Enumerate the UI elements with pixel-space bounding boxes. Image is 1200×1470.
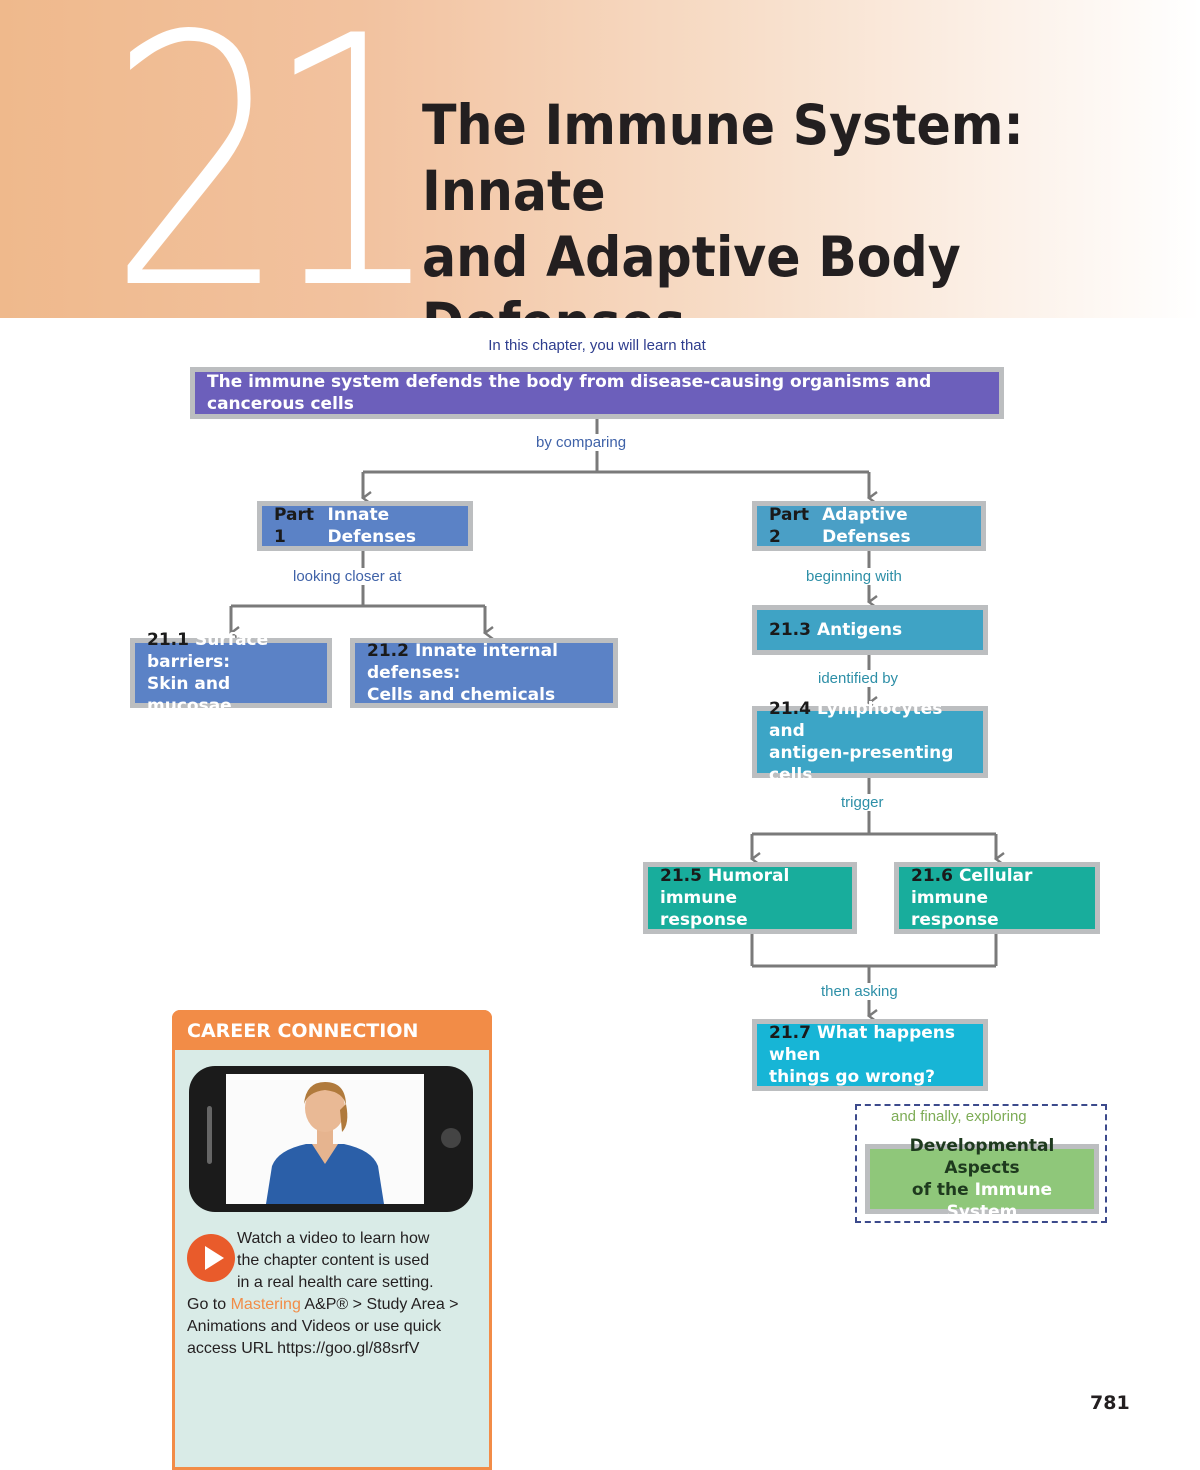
phone-speaker bbox=[207, 1106, 212, 1164]
page-number: 781 bbox=[1090, 1392, 1130, 1414]
link-looking-closer: looking closer at bbox=[290, 568, 405, 585]
part2-adaptive-defenses: Part 2 Adaptive Defenses bbox=[757, 505, 981, 547]
section-21-3: 21.3 Antigens bbox=[757, 610, 983, 650]
chapter-number: 21 bbox=[108, 0, 443, 318]
link-trigger: trigger bbox=[838, 794, 887, 811]
video-screen bbox=[226, 1074, 424, 1204]
part1-innate-defenses: Part 1 Innate Defenses bbox=[262, 505, 468, 547]
chapter-title: The Immune System: Innate and Adaptive B… bbox=[422, 92, 1103, 318]
career-connection-heading: CAREER CONNECTION bbox=[172, 1010, 492, 1050]
chapter-title-line2: and Adaptive Body Defenses bbox=[422, 225, 961, 318]
nurse-figure-icon bbox=[226, 1074, 424, 1204]
video-phone-thumbnail[interactable] bbox=[189, 1066, 473, 1212]
chapter-title-line1: The Immune System: Innate bbox=[422, 93, 1024, 223]
mastering-link[interactable]: Mastering bbox=[230, 1296, 301, 1313]
career-connection-panel: CAREER CONNECTION Watch a video to learn… bbox=[172, 1010, 492, 1470]
link-and-finally: and finally, exploring bbox=[888, 1108, 1030, 1125]
phone-home-button bbox=[441, 1128, 461, 1148]
play-video-icon[interactable] bbox=[187, 1234, 235, 1282]
quick-access-url[interactable]: access URL https://goo.gl/88srfV bbox=[187, 1340, 420, 1357]
career-connection-text: Watch a video to learn how the chapter c… bbox=[187, 1230, 459, 1357]
link-then-asking: then asking bbox=[818, 983, 901, 1000]
link-identified-by: identified by bbox=[815, 670, 902, 687]
concept-main-statement: The immune system defends the body from … bbox=[195, 372, 999, 414]
developmental-dashed-frame bbox=[855, 1104, 1107, 1223]
link-by-comparing: by comparing bbox=[533, 434, 630, 451]
link-beginning-with: beginning with bbox=[803, 568, 905, 585]
chapter-header: 21 The Immune System: Innate and Adaptiv… bbox=[0, 0, 1200, 318]
concept-map-intro: In this chapter, you will learn that bbox=[488, 337, 706, 354]
developmental-aspects: Developmental Aspects of the Immune Syst… bbox=[870, 1136, 1094, 1222]
